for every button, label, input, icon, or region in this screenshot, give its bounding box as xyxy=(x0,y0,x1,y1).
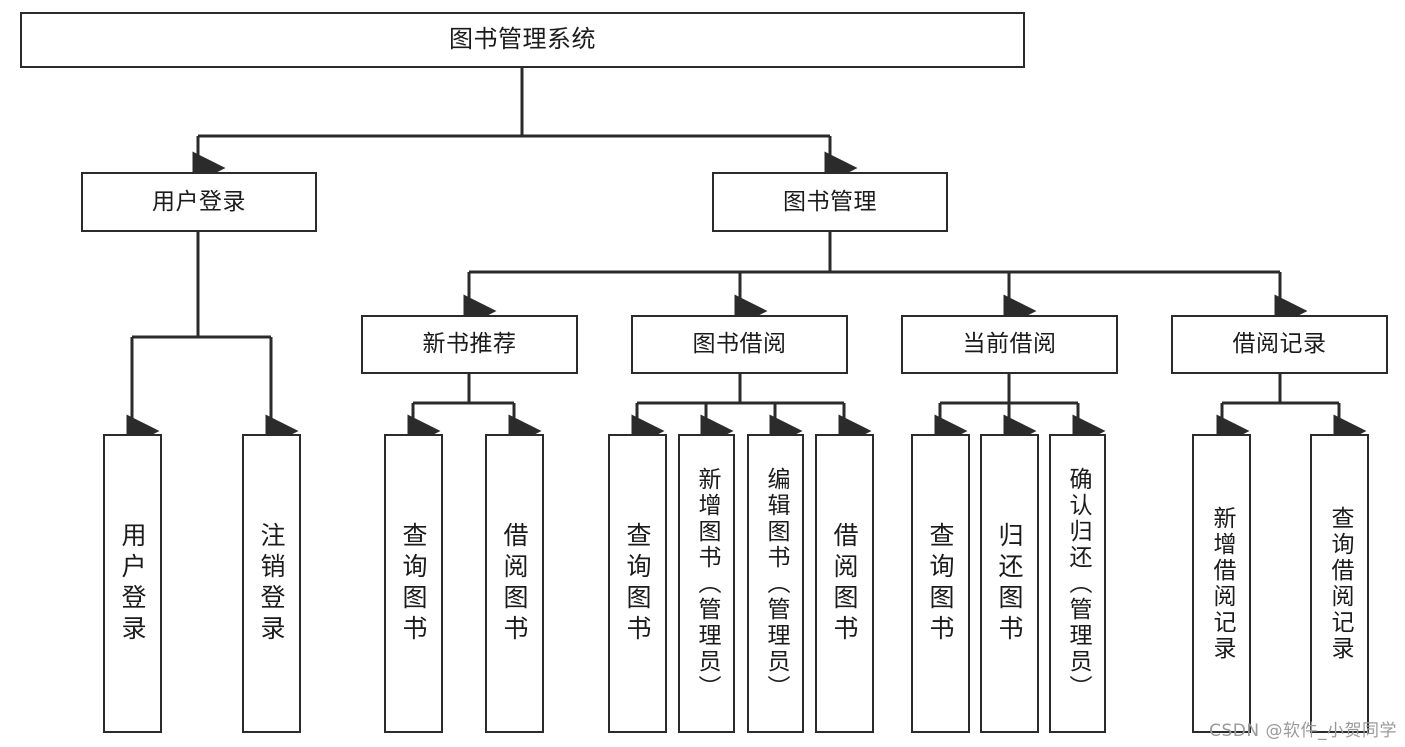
node-label: 归还图书 xyxy=(995,521,1024,646)
node-leaf-add-record[interactable]: 新增借阅记录 xyxy=(1192,434,1251,733)
node-label: 查询图书 xyxy=(623,521,652,646)
node-borrow-record[interactable]: 借阅记录 xyxy=(1171,315,1388,374)
node-label: 当前借阅 xyxy=(962,331,1057,358)
node-root-system[interactable]: 图书管理系统 xyxy=(20,12,1025,68)
node-label: 新增借阅记录 xyxy=(1209,505,1235,662)
node-label: 用户登录 xyxy=(118,521,147,646)
csdn-watermark: CSDN @软件_小贺同学 xyxy=(1209,721,1397,741)
node-new-book-recommend[interactable]: 新书推荐 xyxy=(361,315,578,374)
node-leaf-return-book[interactable]: 归还图书 xyxy=(980,434,1039,733)
node-leaf-query-record[interactable]: 查询借阅记录 xyxy=(1310,434,1369,733)
node-label: 图书管理系统 xyxy=(449,25,596,54)
node-label: 查询借阅记录 xyxy=(1327,505,1353,662)
node-label: 图书管理 xyxy=(783,188,877,215)
node-leaf-borrow-book-2[interactable]: 借阅图书 xyxy=(815,434,874,733)
node-label: 借阅图书 xyxy=(830,521,859,646)
node-leaf-query-book-2[interactable]: 查询图书 xyxy=(608,434,667,733)
node-label: 图书借阅 xyxy=(692,331,787,358)
node-label: 编辑图书（管理员） xyxy=(763,466,789,701)
node-book-borrow[interactable]: 图书借阅 xyxy=(631,315,848,374)
node-label: 新书推荐 xyxy=(422,331,517,358)
node-label: 确认归还（管理员） xyxy=(1065,466,1091,701)
node-current-borrow[interactable]: 当前借阅 xyxy=(901,315,1118,374)
node-leaf-query-book-3[interactable]: 查询图书 xyxy=(911,434,970,733)
node-label: 借阅记录 xyxy=(1232,331,1327,358)
node-label: 借阅图书 xyxy=(500,521,529,646)
node-leaf-logout-login[interactable]: 注销登录 xyxy=(242,434,301,733)
node-leaf-user-login[interactable]: 用户登录 xyxy=(103,434,162,733)
node-label: 查询图书 xyxy=(399,521,428,646)
node-leaf-edit-book[interactable]: 编辑图书（管理员） xyxy=(747,434,804,733)
node-label: 查询图书 xyxy=(926,521,955,646)
node-leaf-borrow-book-1[interactable]: 借阅图书 xyxy=(485,434,544,733)
node-label: 注销登录 xyxy=(257,521,286,646)
node-label: 新增图书（管理员） xyxy=(694,466,720,701)
node-leaf-add-book[interactable]: 新增图书（管理员） xyxy=(678,434,735,733)
node-label: 用户登录 xyxy=(152,188,246,215)
node-leaf-confirm-return[interactable]: 确认归还（管理员） xyxy=(1049,434,1106,733)
node-user-login[interactable]: 用户登录 xyxy=(81,172,317,232)
node-book-manage[interactable]: 图书管理 xyxy=(712,172,948,232)
node-leaf-query-book-1[interactable]: 查询图书 xyxy=(384,434,443,733)
